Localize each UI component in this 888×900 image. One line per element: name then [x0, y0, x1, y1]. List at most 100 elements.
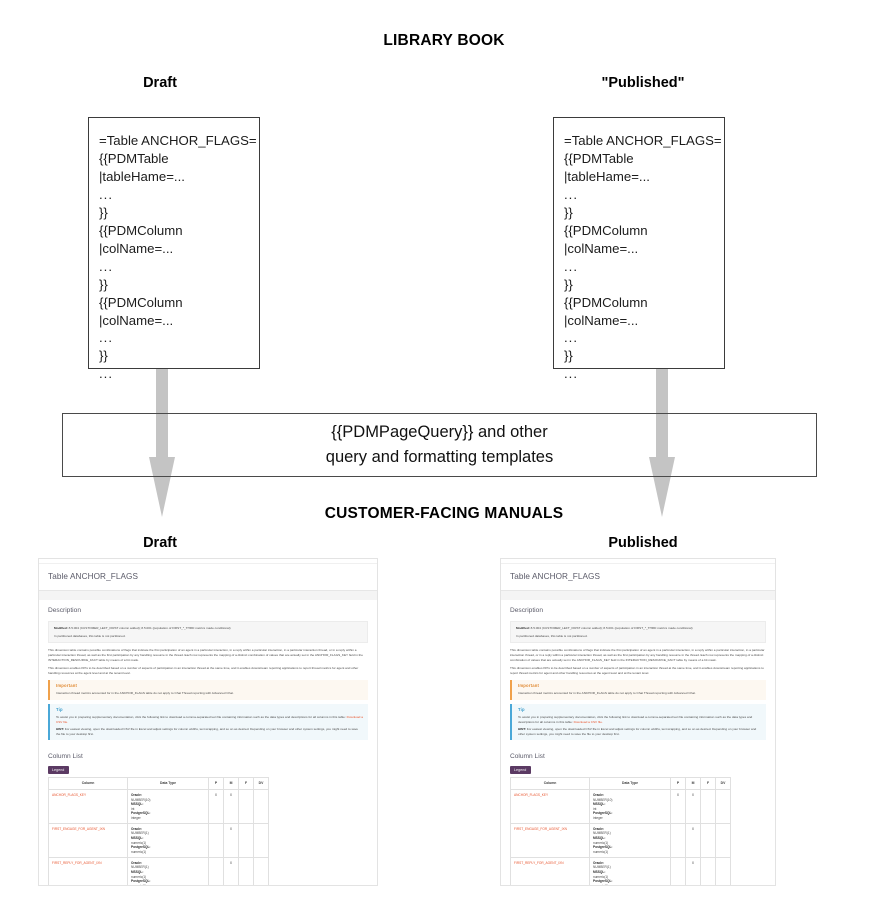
- wiki-source-line: {{PDMTable: [99, 150, 169, 166]
- data-type-line: Oracle: NUMBER(1): [131, 861, 205, 870]
- data-type-value: integer: [131, 816, 141, 821]
- data-type-db: Oracle:: [593, 826, 604, 831]
- data-type-line: PostgreSQL: integer: [131, 811, 205, 820]
- doc-modified-box: Modified: 8.5.004 (CUSTOMER_LEFT_FIRST c…: [48, 621, 368, 644]
- doc-divider: [39, 590, 377, 592]
- doc-paragraph-1: This dimension table contains possible c…: [48, 648, 363, 662]
- data-type-line: PostgreSQL: numeric(1): [593, 845, 667, 854]
- wiki-source-line: ...: [99, 366, 113, 382]
- wiki-source-box-draft: =Table ANCHOR_FLAGS={{PDMTable|tableHame…: [88, 117, 260, 381]
- doc-tip-text-1: To assist you in preparing supplementary…: [56, 715, 363, 724]
- doc-tip-body-1: To assist you in preparing supplementary…: [518, 714, 753, 724]
- download-csv-link[interactable]: Download a CSV file.: [573, 719, 603, 724]
- th-datatype: Data Type: [589, 777, 671, 791]
- cell-column-name[interactable]: FIRST_ENGAGE_FOR_AGENT_IXN: [510, 823, 590, 859]
- th-dv: DV: [253, 777, 269, 791]
- doc-partition-note: In partitioned databases, this table is …: [54, 633, 126, 638]
- cell-flag-f: [700, 789, 716, 825]
- cell-column-name[interactable]: ANCHOR_FLAGS_KEY: [48, 789, 128, 825]
- doc-column-list-heading: Column List: [48, 753, 83, 761]
- document-preview-published[interactable]: Table ANCHOR_FLAGS Description Modified:…: [500, 558, 776, 886]
- data-type-db: PostgreSQL:: [131, 845, 151, 850]
- wiki-source-line: }}: [564, 276, 573, 292]
- data-type-line: PostgreSQL: numeric(1): [593, 879, 667, 885]
- wiki-source-line: {{PDMColumn: [564, 222, 648, 238]
- doc-column-list-heading: Column List: [510, 753, 545, 761]
- cell-flag-dv: [715, 789, 731, 825]
- cell-data-type: Oracle: NUMBER(1)MSSQL: numeric(1)Postgr…: [589, 823, 671, 859]
- th-m: M: [685, 777, 701, 791]
- data-type-db: MSSQL:: [131, 836, 144, 841]
- cell-flag-m: X: [685, 789, 701, 825]
- cell-flag-dv: [715, 823, 731, 859]
- data-type-value: NUMBER(1): [593, 865, 611, 870]
- doc-page-title: Table ANCHOR_FLAGS: [510, 572, 601, 581]
- template-banner: {{PDMPageQuery}} and other query and for…: [62, 413, 817, 477]
- data-type-db: PostgreSQL:: [131, 811, 151, 816]
- data-type-db: Oracle:: [131, 792, 142, 797]
- wiki-source-line: ...: [564, 186, 578, 202]
- doc-tip-callout: Tip To assist you in preparing supplemen…: [510, 703, 766, 741]
- doc-important-body: Interaction thread metrics accounted for…: [56, 691, 363, 696]
- data-type-line: MSSQL: numeric(1): [593, 836, 667, 845]
- doc-paragraph-1: This dimension table contains possible c…: [510, 648, 765, 662]
- cell-column-name[interactable]: FIRST_ENGAGE_FOR_AGENT_IXN: [48, 823, 128, 859]
- doc-important-title: Important: [56, 682, 78, 688]
- table-header-row: Column Data Type P M F DV: [510, 777, 731, 791]
- library-book-title: LIBRARY BOOK: [383, 32, 505, 49]
- wiki-source-line: |tableHame=...: [99, 168, 185, 184]
- th-p: P: [670, 777, 686, 791]
- doc-important-text: Interaction thread metrics accounted for…: [518, 690, 696, 695]
- data-type-value: numeric(1): [131, 874, 147, 879]
- data-type-line: Oracle: NUMBER(1): [131, 827, 205, 836]
- cell-flag-f: [238, 789, 254, 825]
- wiki-source-line: ...: [564, 366, 578, 382]
- cell-column-name[interactable]: FIRST_REPLY_FOR_AGENT_IXN: [48, 857, 128, 885]
- cell-flag-dv: [253, 857, 269, 885]
- cell-column-name[interactable]: ANCHOR_FLAGS_KEY: [510, 789, 590, 825]
- cell-flag-m: X: [223, 857, 239, 885]
- data-type-db: PostgreSQL:: [593, 845, 613, 850]
- data-type-db: Oracle:: [593, 792, 604, 797]
- doc-modified-text: 8.5.004 (CUSTOMER_LEFT_FIRST column adde…: [529, 626, 693, 631]
- download-csv-link[interactable]: Download a CSV file.: [56, 714, 363, 724]
- doc-hint-label: HINT:: [56, 727, 64, 732]
- doc-paragraph-2: This dimension enables KPIs to be descri…: [510, 666, 764, 676]
- data-type-line: Oracle: NUMBER(1): [593, 827, 667, 836]
- data-type-value: int: [131, 806, 135, 811]
- cell-flag-m: X: [685, 823, 701, 859]
- legend-badge[interactable]: Legend: [510, 766, 531, 775]
- table-header-row: Column Data Type P M F DV: [48, 777, 269, 791]
- cell-flag-p: [208, 857, 224, 885]
- doc-modified-text: 8.5.004 (CUSTOMER_LEFT_FIRST column adde…: [67, 626, 231, 631]
- th-f: F: [238, 777, 254, 791]
- legend-badge[interactable]: Legend: [48, 766, 69, 775]
- doc-tip-body: To assist you in preparing supplementary…: [56, 715, 363, 737]
- data-type-line: MSSQL: numeric(1): [131, 870, 205, 879]
- th-p: P: [208, 777, 224, 791]
- wiki-source-line: {{PDMColumn: [564, 294, 648, 310]
- document-preview-draft[interactable]: Table ANCHOR_FLAGS Description Modified:…: [38, 558, 378, 886]
- cell-column-name[interactable]: FIRST_REPLY_FOR_AGENT_IXN: [510, 857, 590, 885]
- data-type-value: NUMBER(10): [593, 797, 613, 802]
- wiki-source-line: ...: [564, 258, 578, 274]
- doc-modified-line: Modified: 8.5.004 (CUSTOMER_LEFT_FIRST c…: [54, 626, 362, 631]
- data-type-value: NUMBER(1): [131, 865, 149, 870]
- data-type-line: Oracle: NUMBER(1): [593, 861, 667, 870]
- label-published-top: "Published": [601, 75, 685, 91]
- data-type-db: MSSQL:: [593, 869, 606, 874]
- data-type-line: MSSQL: int: [593, 802, 667, 811]
- wiki-source-line: }}: [564, 348, 573, 364]
- data-type-db: Oracle:: [593, 860, 604, 865]
- doc-topbar: [39, 559, 377, 564]
- cell-flag-f: [700, 823, 716, 859]
- doc-important-title: Important: [518, 682, 540, 688]
- cell-flag-dv: [253, 789, 269, 825]
- doc-tip-title: Tip: [518, 706, 525, 712]
- wiki-source-box-published: =Table ANCHOR_FLAGS={{PDMTable|tableHame…: [553, 117, 725, 381]
